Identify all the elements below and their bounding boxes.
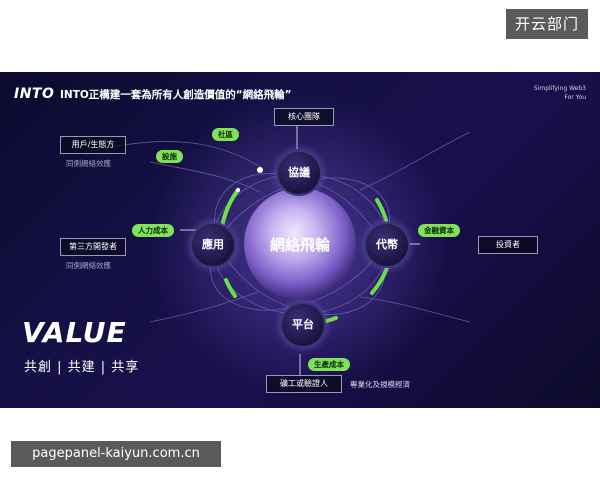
slogan: 共創 | 共建 | 共享 — [24, 360, 140, 375]
core-team-box: 核心團隊 — [274, 108, 334, 126]
tagline-line-1: Simplifying Web3 — [533, 85, 586, 92]
specialization-label: 專業化及規模經濟 — [350, 380, 410, 389]
node-platform: 平台 — [280, 302, 326, 348]
financial-capital-pill: 金融資本 — [418, 224, 460, 237]
tagline: Simplifying Web3 For You — [534, 84, 586, 102]
orbit-dot-2 — [236, 188, 240, 192]
node-token: 代幣 — [364, 222, 410, 268]
node-application: 應用 — [190, 222, 236, 268]
orbit-dot-1 — [257, 167, 263, 173]
corner-menu-button[interactable]: 开云部门 — [506, 9, 588, 39]
footer-url-bar[interactable]: pagepanel-kaiyun.com.cn — [11, 441, 221, 467]
third-party-developer-box: 第三方開發者 — [60, 238, 126, 256]
flywheel-banner: INTO INTO正構建一套為所有人創造價值的“網絡飛輪” Simplifyin… — [0, 72, 600, 408]
facilities-pill: 設施 — [156, 150, 183, 163]
investors-box: 投資者 — [478, 236, 538, 254]
flywheel-graphics — [89, 94, 471, 394]
tagline-line-2: For You — [564, 94, 586, 101]
social-pill: 社區 — [212, 128, 239, 141]
center-sphere — [244, 188, 356, 300]
brand-logo: INTO — [14, 86, 55, 102]
node-protocol: 協議 — [276, 150, 322, 196]
headline: INTO正構建一套為所有人創造價值的“網絡飛輪” — [60, 89, 292, 101]
center-label: 網絡飛輪 — [269, 236, 330, 254]
miners-box: 礦工或驗證人 — [266, 375, 342, 393]
value-heading: VALUE — [22, 316, 127, 349]
labor-cost-pill: 人力成本 — [132, 224, 174, 237]
network-effect-label-2: 同側網絡效應 — [66, 261, 111, 270]
network-effect-label-1: 同側網絡效應 — [66, 159, 111, 168]
production-cost-pill: 生產成本 — [308, 358, 350, 371]
users-box: 用戶/生態方 — [60, 136, 126, 154]
